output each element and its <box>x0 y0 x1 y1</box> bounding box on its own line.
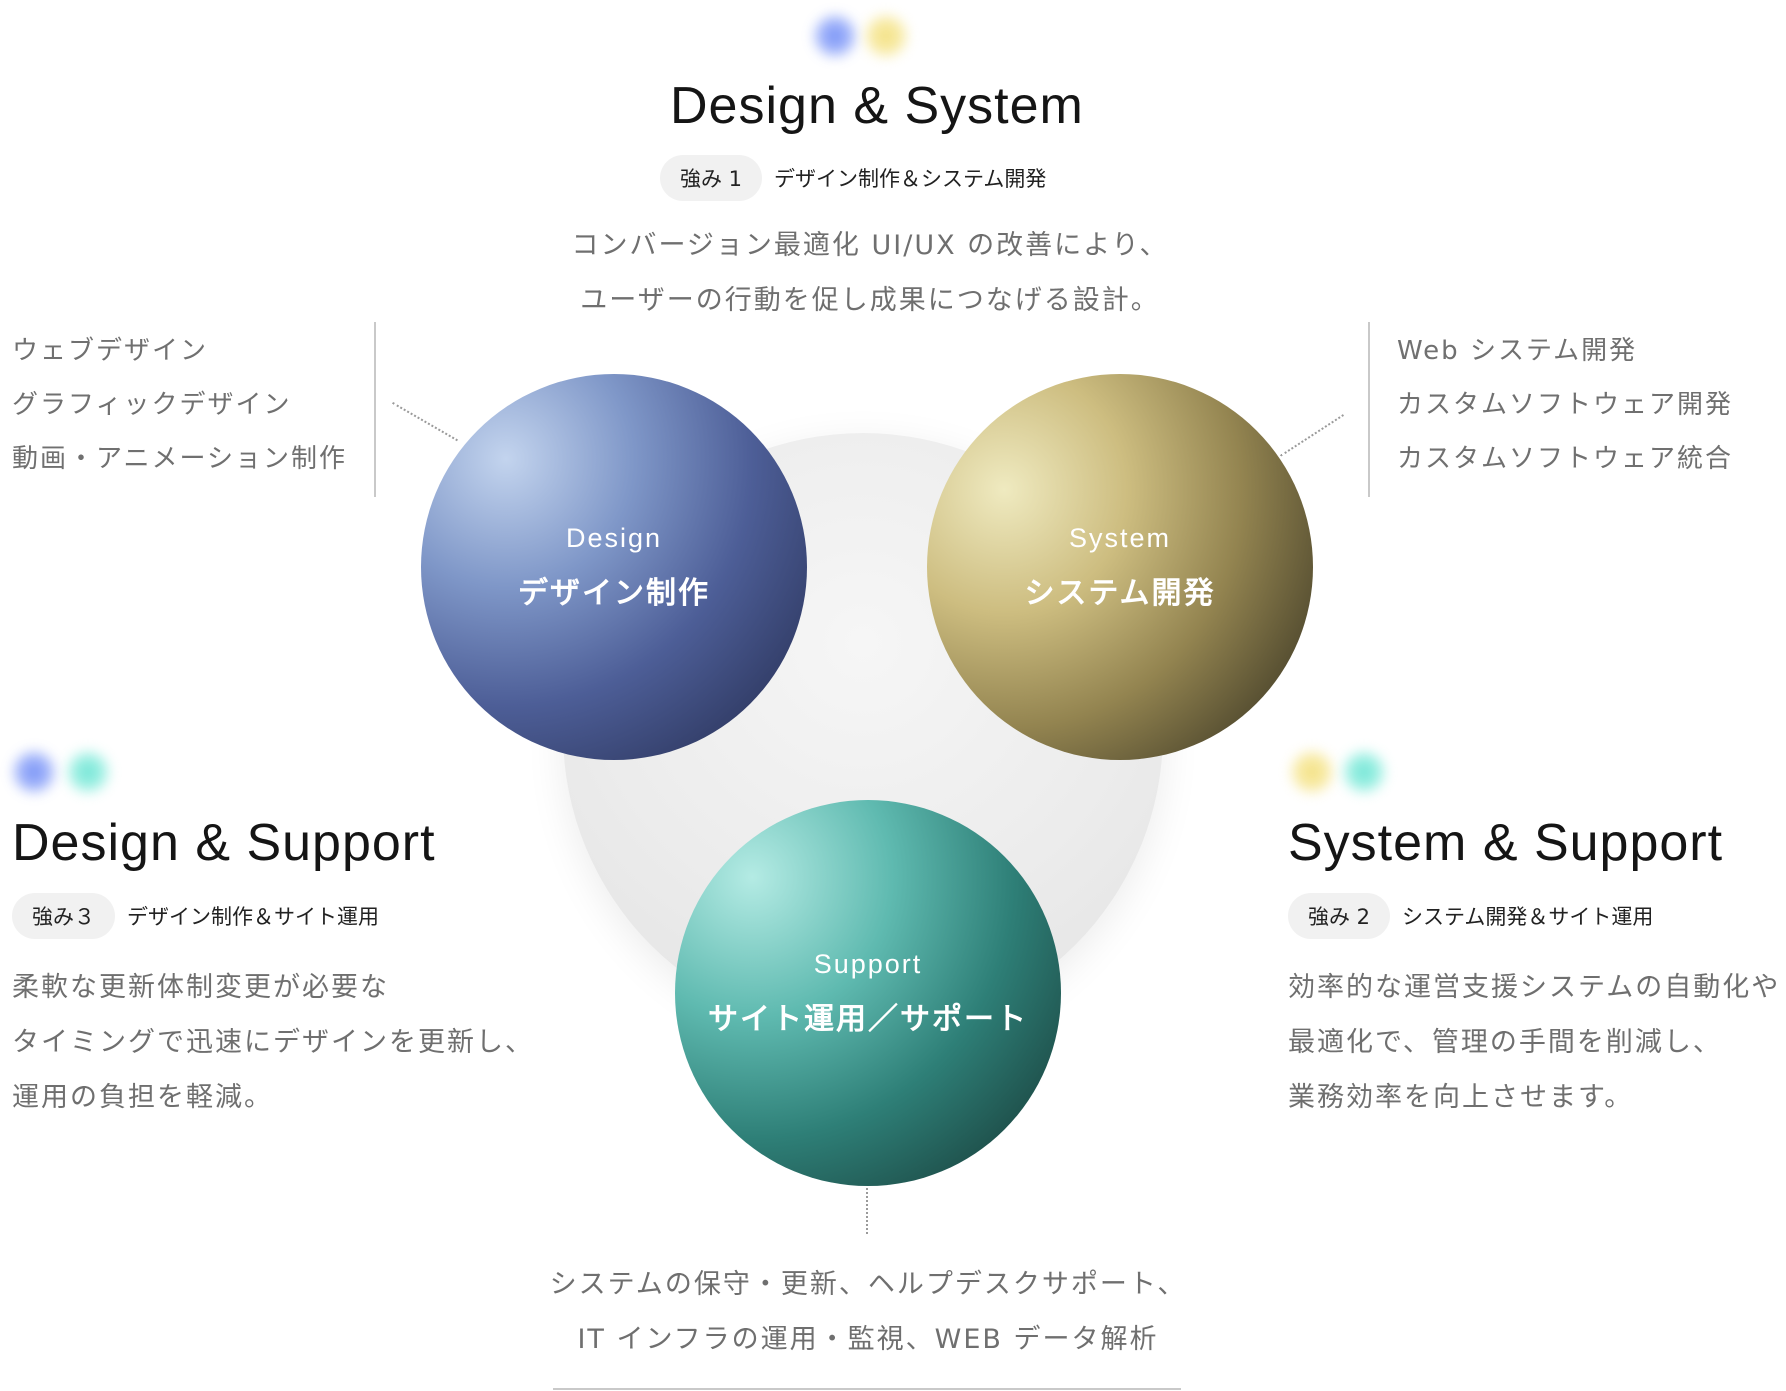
right-desc-line: 効率的な運営支援システムの自動化や <box>1288 972 1781 1003</box>
top-heading: Design & System <box>670 77 1084 135</box>
left-desc-line: 柔軟な更新体制変更が必要な <box>12 972 389 1003</box>
right-desc-line: 最適化で、管理の手間を削減し、 <box>1288 1027 1722 1058</box>
left-tag-text: デザイン制作＆サイト運用 <box>127 905 379 929</box>
bottom-description: システムの保守・更新、ヘルプデスクサポート、 IT インフラの運用・監視、WEB… <box>468 1257 1268 1367</box>
right-description: 効率的な運営支援システムの自動化や 最適化で、管理の手間を削減し、 業務効率を向… <box>1288 960 1780 1125</box>
system-sphere: System システム開発 <box>927 374 1313 760</box>
top-strength-pill: 強み 1 <box>660 155 763 201</box>
top-desc-line: ユーザーの行動を促し成果につなげる設計。 <box>580 285 1160 316</box>
support-sphere-en: Support <box>813 948 923 979</box>
design-sphere-jp: デザイン制作 <box>518 575 710 611</box>
top-tag-row: 強み 1 デザイン制作＆システム開発 <box>660 155 1046 201</box>
right-tag-text: システム開発＆サイト運用 <box>1402 905 1654 929</box>
top-description: コンバージョン最適化 UI/UX の改善により、 ユーザーの行動を促し成果につな… <box>520 218 1220 328</box>
list-item: カスタムソフトウェア開発 <box>1397 390 1734 420</box>
list-item: カスタムソフトウェア統合 <box>1397 444 1734 474</box>
blue-dot-icon <box>813 14 857 58</box>
list-item: Web システム開発 <box>1397 336 1638 366</box>
left-desc-line: 運用の負担を軽減。 <box>12 1082 273 1113</box>
right-heading: System & Support <box>1288 814 1724 872</box>
top-desc-line: コンバージョン最適化 UI/UX の改善により、 <box>571 230 1169 261</box>
left-heading: Design & Support <box>12 814 436 872</box>
top-tag-text: デザイン制作＆システム開発 <box>774 167 1047 191</box>
left-desc-line: タイミングで迅速にデザインを更新し、 <box>12 1027 534 1058</box>
left-divider <box>374 322 376 497</box>
design-connector <box>392 402 458 442</box>
right-desc-line: 業務効率を向上させます。 <box>1288 1082 1634 1113</box>
design-sphere-en: Design <box>565 522 663 553</box>
bottom-divider <box>553 1388 1181 1390</box>
teal-dot-icon <box>1342 750 1386 794</box>
system-connector <box>1280 414 1344 457</box>
list-item: ウェブデザイン <box>12 336 209 366</box>
support-sphere-jp: サイト運用／サポート <box>708 1001 1028 1037</box>
support-connector <box>866 1188 868 1234</box>
bottom-desc-line: IT インフラの運用・監視、WEB データ解析 <box>577 1324 1159 1355</box>
system-sphere-en: System <box>1068 522 1172 553</box>
design-services-list: ウェブデザイン グラフィックデザイン 動画・アニメーション制作 <box>12 324 347 486</box>
left-description: 柔軟な更新体制変更が必要な タイミングで迅速にデザインを更新し、 運用の負担を軽… <box>12 960 534 1125</box>
right-strength-pill: 強み 2 <box>1288 893 1391 939</box>
list-item: 動画・アニメーション制作 <box>12 444 347 474</box>
design-sphere: Design デザイン制作 <box>421 374 807 760</box>
bottom-desc-line: システムの保守・更新、ヘルプデスクサポート、 <box>549 1269 1187 1300</box>
yellow-dot-icon <box>864 14 908 58</box>
right-divider <box>1368 322 1370 497</box>
blue-dot-icon <box>12 750 56 794</box>
system-services-list: Web システム開発 カスタムソフトウェア開発 カスタムソフトウェア統合 <box>1397 324 1733 486</box>
left-strength-pill: 強み３ <box>12 893 115 939</box>
system-sphere-jp: システム開発 <box>1024 575 1216 611</box>
teal-dot-icon <box>66 750 110 794</box>
list-item: グラフィックデザイン <box>12 390 292 420</box>
yellow-dot-icon <box>1290 750 1334 794</box>
left-tag-row: 強み３ デザイン制作＆サイト運用 <box>12 893 379 939</box>
right-tag-row: 強み 2 システム開発＆サイト運用 <box>1288 893 1653 939</box>
support-sphere: Support サイト運用／サポート <box>675 800 1061 1186</box>
